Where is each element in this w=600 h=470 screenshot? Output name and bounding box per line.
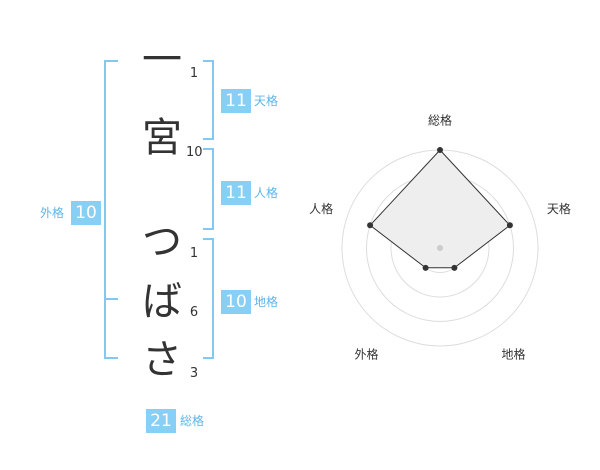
- radar-point-2: [506, 222, 513, 229]
- radar-center-dot: [437, 245, 443, 251]
- radar-point-4: [422, 264, 429, 271]
- tenkaku-label: 天格: [254, 94, 279, 108]
- name-character-1: 一: [142, 37, 182, 83]
- radar-axis-label-5: 人格: [309, 201, 333, 216]
- stroke-count-1: 1: [189, 66, 199, 81]
- gaikaku-label: 外格: [40, 206, 65, 220]
- radar-axis-label-1: 総格: [428, 113, 452, 128]
- tenkaku-score: 11: [221, 89, 251, 113]
- soukaku-label: 総格: [180, 414, 205, 428]
- stroke-count-2: 10: [186, 145, 203, 160]
- radar-axis-label-3: 地格: [501, 347, 525, 362]
- chikaku-label: 地格: [254, 295, 279, 309]
- radar-points: [367, 147, 513, 271]
- jinkaku-score: 11: [221, 181, 251, 205]
- name-character-5: さ: [142, 337, 182, 383]
- radar-point-5: [367, 222, 374, 229]
- soukaku-score: 21: [146, 409, 176, 433]
- name-character-4: ば: [142, 279, 182, 325]
- radar-axis-label-2: 天格: [547, 201, 571, 216]
- gaikaku-score: 10: [71, 201, 101, 225]
- radar-polygon: [369, 149, 511, 269]
- stroke-count-4: 6: [189, 305, 199, 320]
- stroke-count-5: 3: [189, 366, 199, 381]
- chikaku-score: 10: [221, 290, 251, 314]
- radar-point-3: [451, 264, 458, 271]
- radar-axis-label-4: 外格: [354, 347, 378, 362]
- jinkaku-label: 人格: [254, 186, 279, 200]
- radar-point-1: [437, 147, 443, 153]
- name-character-2: 宮: [142, 115, 182, 161]
- stroke-count-3: 1: [189, 246, 199, 261]
- name-character-3: つ: [142, 219, 182, 265]
